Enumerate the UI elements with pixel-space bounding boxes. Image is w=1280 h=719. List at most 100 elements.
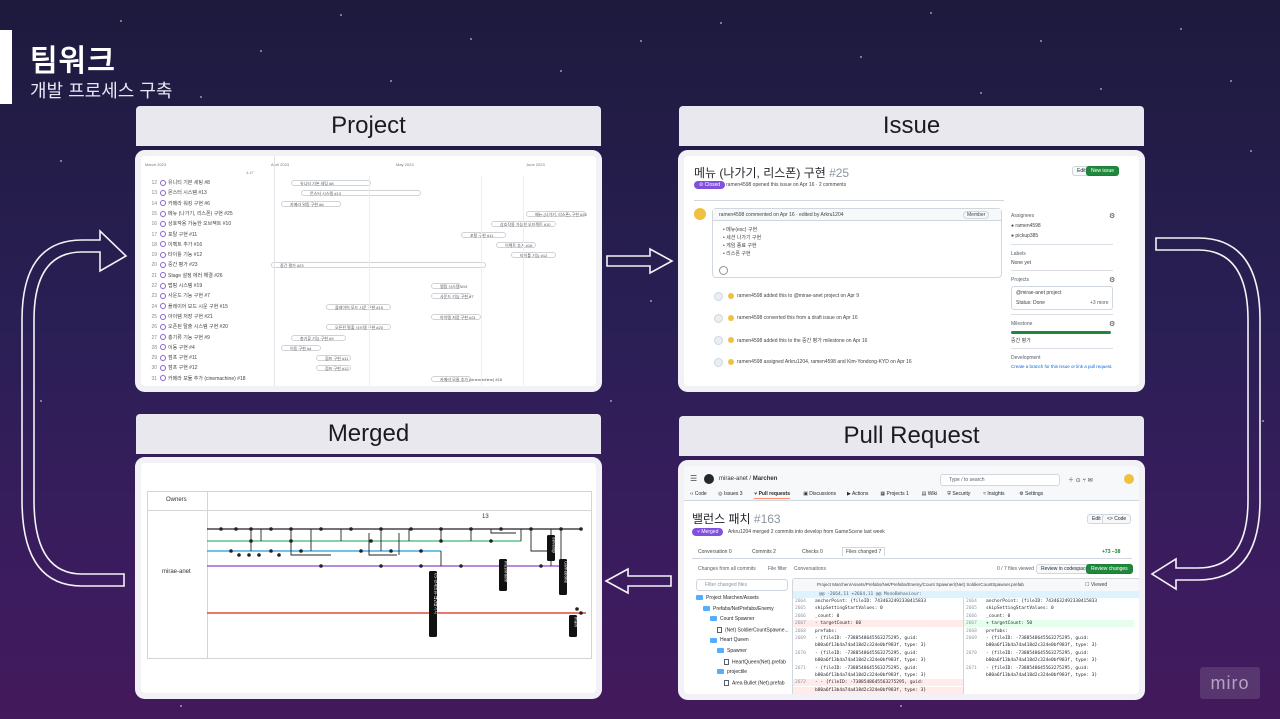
github-logo-icon[interactable] [704, 474, 714, 484]
roadmap-bar[interactable]: 점프 구현 #11 [316, 355, 351, 362]
review-changes-button[interactable]: Review changes [1086, 564, 1133, 574]
roadmap-bar[interactable]: 점프 구현 #12 [316, 365, 351, 372]
tab-code[interactable]: ‹› Code [690, 491, 707, 497]
tab-insights[interactable]: ≈ Insights [983, 491, 1005, 497]
diff-code: anchorPoint: {fileID: 743463249233041583… [986, 599, 1098, 604]
filter-files-input[interactable]: Filter changed files [696, 579, 788, 591]
timeline-icon [714, 336, 723, 345]
tab-discussions[interactable]: ▣ Discussions [803, 491, 836, 497]
gear-icon[interactable]: ⚙ [1109, 213, 1116, 220]
smiley-icon[interactable] [719, 266, 728, 275]
folder-item[interactable]: projectile [717, 669, 747, 675]
tab-actions[interactable]: ▶ Actions [847, 491, 869, 497]
folder-item[interactable]: Project Marchen/Assets [696, 595, 759, 601]
roadmap-bar[interactable]: 몬스터 시스템 #13 [301, 190, 421, 197]
roadmap-bar[interactable]: 이펙트 추가 #16 [496, 241, 536, 248]
diff-line-number: 2668 [966, 628, 977, 634]
tab-issues[interactable]: ◎ Issues 3 [718, 491, 743, 497]
roadmap-bar[interactable]: 오픈된 탈출 시스템 구현 #20 [326, 324, 391, 331]
tab-pull-requests[interactable]: ⑂ Pull requests [754, 491, 790, 499]
folder-item[interactable]: Heart Queen [710, 637, 749, 643]
roadmap-bar[interactable]: 유니티 기본 세팅 #8 [291, 180, 371, 186]
roadmap-bar[interactable]: 타이틀 기능 #12 [511, 252, 556, 259]
file-item[interactable]: (Net) SoldierCountSpawne... [717, 626, 789, 633]
assignee-item[interactable]: ● ramen4598 [1011, 223, 1041, 229]
star [560, 70, 562, 72]
checklist-item: • 메뉴(esc) 구현 [723, 227, 758, 233]
timeline-icon [714, 292, 723, 301]
development-link[interactable]: Create a branch for this issue or link a… [1011, 364, 1113, 369]
subtab-conversation[interactable]: Conversation 0 [698, 549, 732, 555]
viewed-checkbox[interactable]: ☐ Viewed [1085, 582, 1108, 588]
roadmap-bar[interactable]: 사운드 기능 구현 #7 [431, 293, 474, 300]
star [120, 20, 122, 22]
issue-open-icon [160, 334, 166, 341]
tab-settings[interactable]: ⚙ Settings [1019, 491, 1044, 497]
subtab-checks[interactable]: Checks 0 [802, 549, 823, 555]
milestone-value[interactable]: 중간 평가 [1011, 338, 1031, 344]
folder-item[interactable]: Prefabs/NetPrefabs/Enemy [703, 606, 774, 612]
repo-owner-link[interactable]: mirae-anet [719, 476, 748, 482]
repo-name-link[interactable]: Marchen [752, 476, 778, 482]
subtab-commits[interactable]: Commits 2 [752, 549, 776, 555]
roadmap-bar[interactable]: 카메라 모듈 추가 (cinemachine) #18 [431, 375, 502, 382]
graph-frame: Owners mirae-anet 13 [147, 491, 592, 659]
diff-row-bg [793, 620, 963, 628]
search-input[interactable]: Type / to search [940, 474, 1060, 486]
tab-security[interactable]: ⛨ Security [947, 491, 971, 497]
file-item[interactable]: Area Bullet (Net).prefab [724, 679, 785, 686]
project-status: Status: Done [1016, 300, 1045, 306]
assignee-item[interactable]: ● pickup385 [1011, 233, 1039, 239]
diff-code: b80a6f13b4a74a418d2c324e0bf983f, type: 3… [815, 643, 927, 649]
menu-icon[interactable]: ☰ [690, 474, 698, 483]
file-filter-dropdown[interactable]: File filter [768, 566, 787, 572]
project-card[interactable]: @mirae-anet project Status: Done +3 more [1011, 286, 1113, 310]
code-button[interactable]: <> Code [1102, 514, 1132, 524]
roadmap-bar[interactable]: 플레이어 모드 시운 구현 #15 [326, 303, 391, 310]
new-issue-button[interactable]: New issue [1086, 166, 1120, 176]
folder-item[interactable]: Count Spawner [710, 616, 754, 622]
changes-from-dropdown[interactable]: Changes from all commits [698, 566, 756, 572]
avatar[interactable] [1124, 474, 1134, 484]
roadmap-bar[interactable]: 맵핑 시스템 #19 [431, 283, 467, 289]
gear-icon[interactable]: ⚙ [1109, 321, 1116, 328]
subtab-files-changed[interactable]: Files changed 7 [842, 547, 886, 556]
roadmap-bar[interactable]: 중간 평가 #23 [271, 262, 486, 269]
roadmap-bar[interactable]: 메뉴 (나가기, 리스폰) 구현 #25 [526, 210, 587, 217]
roadmap-bar[interactable]: 아이템 저장 구현 #21 [431, 313, 481, 320]
tab-wiki[interactable]: ▤ Wiki [921, 491, 938, 497]
conversations-dropdown[interactable]: Conversations [794, 566, 826, 572]
page-subtitle: 개발 프로세스 구축 [30, 81, 173, 101]
row-number: 29 [151, 355, 157, 362]
folder-item[interactable]: Spawner [717, 648, 747, 654]
header-icons[interactable]: ＋ ⊙ ⑂ ✉ [1068, 478, 1093, 484]
roadmap-bar[interactable]: 이동 구현 #4 [281, 344, 321, 351]
gear-icon[interactable]: ⚙ [1109, 277, 1116, 284]
roadmap-bar[interactable]: 총기류 기능 구현 #9 [291, 334, 346, 341]
roadmap-bar[interactable]: 카메라 워킹 구현 #6 [281, 200, 341, 207]
file-item[interactable]: HeartQueen(Net).prefab [724, 658, 786, 665]
tab-projects[interactable]: ▦ Projects 1 [880, 491, 909, 497]
